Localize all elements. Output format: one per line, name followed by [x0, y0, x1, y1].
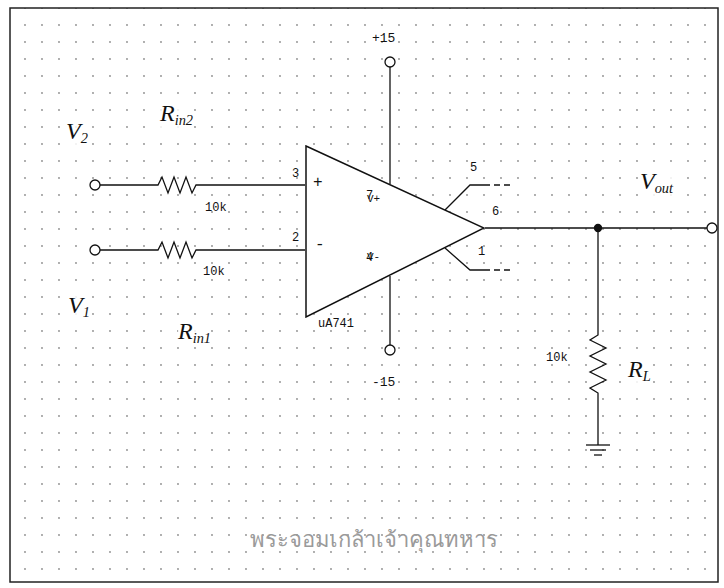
pin-number: 2	[292, 232, 299, 245]
ground-symbol	[586, 444, 610, 445]
signal-name: V1	[68, 292, 90, 320]
pin-number: 6	[492, 206, 499, 219]
pin-wire	[445, 185, 490, 210]
input-terminal	[90, 245, 100, 255]
pin-wire	[494, 184, 512, 185]
part-number: uA741	[318, 318, 354, 331]
pin-number: 4	[366, 252, 373, 265]
pin-number: 5	[470, 162, 477, 175]
pin-polarity: -	[315, 237, 325, 255]
component-name: Rin2	[160, 100, 193, 128]
resistor-value: 10k	[203, 266, 225, 279]
pin-number: 3	[292, 168, 299, 181]
component-name: Rin1	[178, 318, 211, 346]
input-terminal	[90, 180, 100, 190]
ground-symbol	[594, 454, 602, 455]
op-amp: +-V+V-	[305, 145, 485, 318]
supply-voltage: -15	[372, 376, 395, 390]
output-terminal	[707, 223, 717, 233]
supply-terminal	[385, 345, 395, 355]
signal-name: V2	[66, 118, 88, 146]
pin-wire	[494, 269, 512, 270]
supply-terminal	[385, 57, 395, 67]
resistor-symbol	[590, 228, 606, 445]
resistor-symbol	[100, 177, 305, 193]
supply-wire	[389, 67, 390, 184]
pin-number: 1	[478, 246, 485, 259]
ground-symbol	[590, 449, 606, 450]
grid-frame	[10, 8, 718, 582]
signal-name: Vout	[640, 168, 673, 196]
supply-wire	[389, 276, 390, 345]
watermark: พระจอมเกล้าเจ้าคุณทหาร	[250, 528, 498, 552]
pin-number: 7	[366, 190, 373, 203]
resistor-value: 10k	[546, 352, 568, 365]
resistor-value: 10k	[205, 202, 227, 215]
component-name: RL	[628, 356, 651, 384]
resistor-symbol	[100, 242, 305, 258]
op-amp-triangle	[305, 145, 485, 318]
supply-voltage: +15	[372, 32, 395, 46]
pin-polarity: +	[313, 175, 323, 193]
